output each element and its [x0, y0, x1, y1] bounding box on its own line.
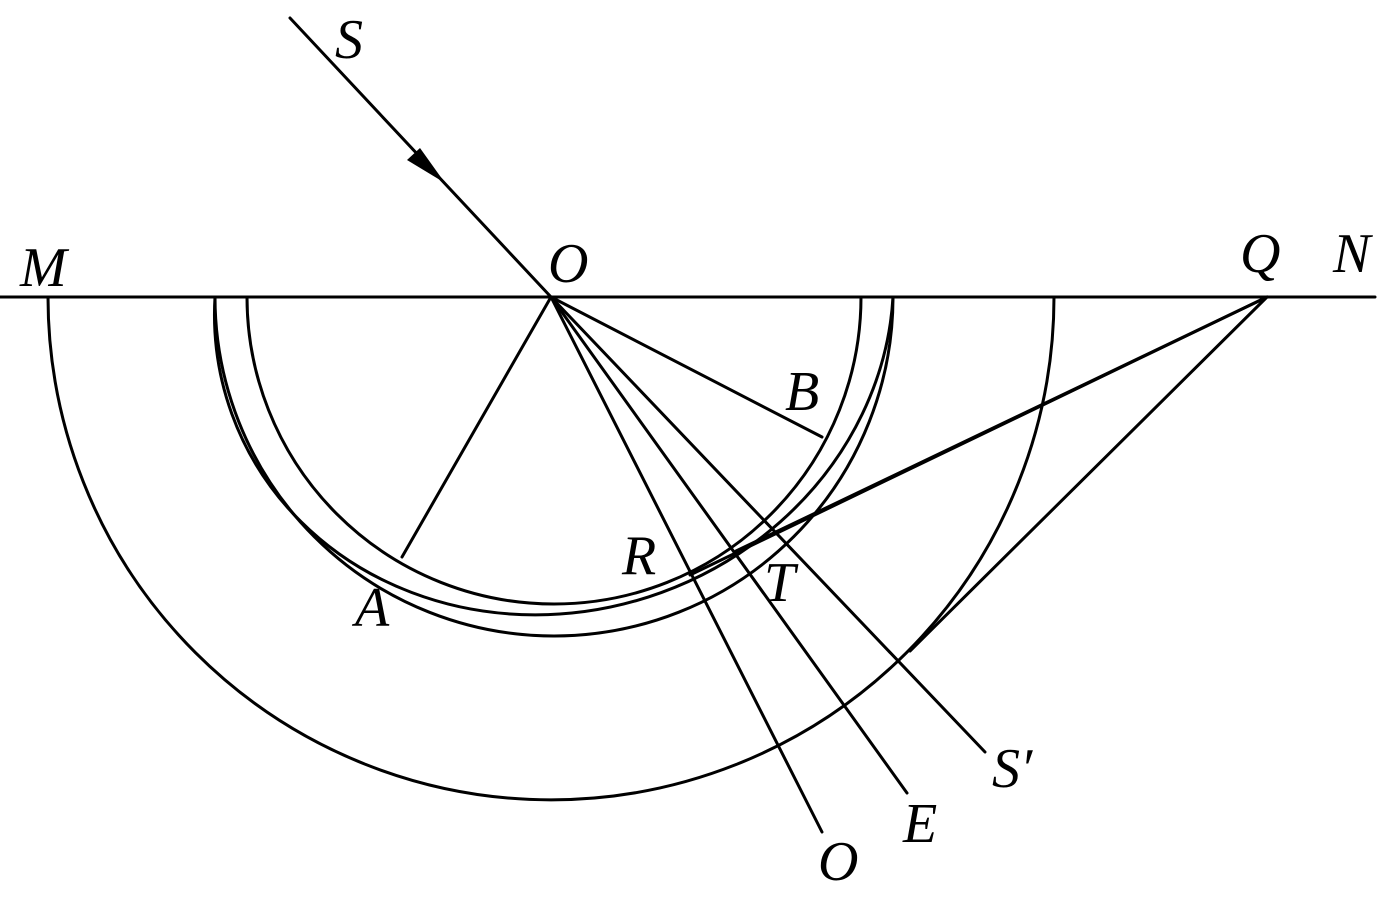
label-o-top: O — [548, 233, 588, 295]
outer-semicircle — [46, 295, 1056, 802]
label-s-prime: S′ — [992, 738, 1033, 800]
incident-ray-arrowhead — [407, 148, 445, 183]
radius-ob — [549, 295, 824, 439]
label-e: E — [902, 793, 937, 855]
ray-extraordinary — [549, 295, 909, 795]
extraordinary-ellipse — [212, 295, 895, 617]
label-o-bottom: O — [818, 831, 858, 893]
label-n: N — [1332, 223, 1373, 285]
label-t: T — [764, 552, 799, 614]
label-s: S — [335, 9, 363, 71]
ray-s-prime — [549, 295, 987, 754]
label-m: M — [19, 237, 70, 299]
label-r: R — [621, 525, 656, 587]
ray-ordinary — [549, 295, 824, 834]
label-a: A — [351, 577, 390, 639]
label-b: B — [785, 361, 819, 423]
tangent-q-t — [734, 295, 1269, 553]
tangent-q-outer — [908, 295, 1269, 653]
label-q: Q — [1240, 223, 1280, 285]
inner-semicircle-large — [213, 295, 895, 638]
radius-oa — [400, 295, 553, 559]
inner-semicircle-small — [245, 295, 863, 606]
